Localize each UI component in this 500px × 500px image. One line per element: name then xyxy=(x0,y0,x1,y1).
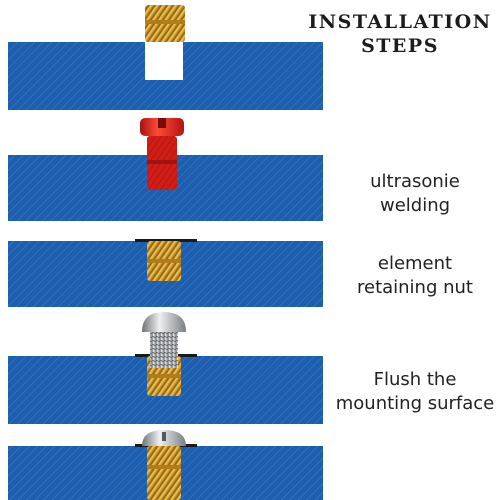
step-label-element-retaining-nut: element retaining nut xyxy=(335,252,495,300)
label-line-1: Flush the xyxy=(373,369,457,390)
diagram-title: INSTALLATION STEPS xyxy=(300,10,500,58)
label-line-1: element xyxy=(377,253,453,274)
label-line-2: mounting surface xyxy=(335,393,495,414)
brass-insert-icon xyxy=(145,5,185,42)
screw-icon xyxy=(142,430,186,446)
screw-icon xyxy=(142,312,186,368)
label-line-2: welding xyxy=(379,195,451,216)
step-label-flush-mounting: Flush the mounting surface xyxy=(335,368,495,416)
label-line-1: ultrasonie xyxy=(370,171,460,192)
drilled-hole xyxy=(145,42,183,80)
welding-horn-icon xyxy=(140,118,184,190)
title-line-2: STEPS xyxy=(361,35,439,57)
brass-insert-icon xyxy=(135,239,197,281)
title-line-1: INSTALLATION xyxy=(308,11,492,33)
step-label-ultrasonic-welding: ultrasonie welding xyxy=(335,170,495,218)
label-line-2: retaining nut xyxy=(356,277,473,298)
